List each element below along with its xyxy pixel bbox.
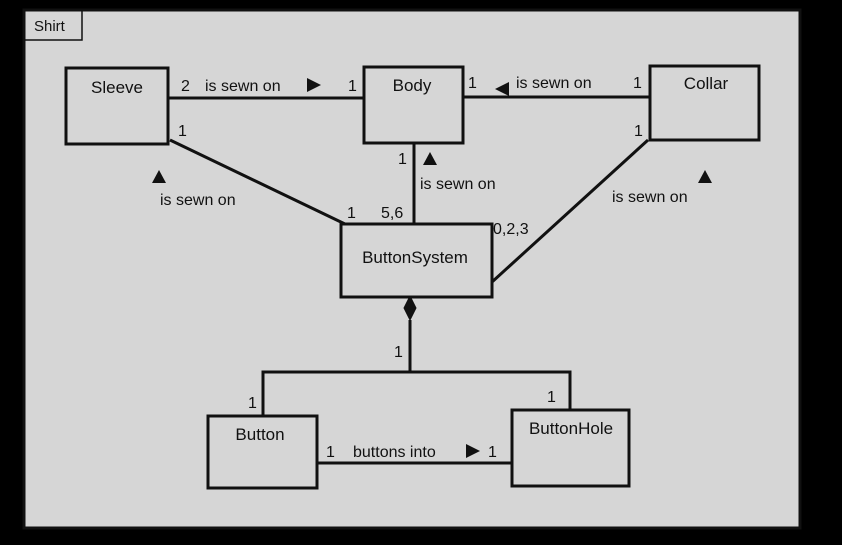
up-triangle-icon (698, 170, 712, 183)
label-collar-body: is sewn on (516, 75, 592, 92)
mult-composition-whole: 1 (394, 344, 403, 361)
class-button[interactable]: Button (206, 414, 319, 490)
mult-sleeve-bs-bs: 1 (347, 205, 356, 222)
class-sleeve-name: Sleeve (91, 78, 143, 97)
class-collar[interactable]: Collar (648, 64, 761, 142)
mult-collar-body-body: 1 (468, 75, 477, 92)
label-sleeve-buttonsystem: is sewn on (160, 192, 236, 209)
class-buttonhole[interactable]: ButtonHole (510, 408, 631, 488)
label-collar-buttonsystem: is sewn on (612, 189, 688, 206)
class-sleeve[interactable]: Sleeve (64, 66, 170, 146)
mult-collar-bs-bs: 0,2,3 (493, 221, 529, 238)
mult-sleeve-body-sleeve: 2 (181, 78, 190, 95)
mult-button-bh-buttonhole: 1 (488, 444, 497, 461)
label-body-buttonsystem: is sewn on (420, 176, 496, 193)
up-triangle-icon (423, 152, 437, 165)
mult-collar-bs-collar: 1 (634, 123, 643, 140)
mult-composition-buttonhole: 1 (547, 389, 556, 406)
line-composition-branch (261, 370, 572, 416)
up-triangle-icon (152, 170, 166, 183)
mult-button-bh-button: 1 (326, 444, 335, 461)
line-sleeve-buttonsystem (169, 138, 346, 226)
shirt-frame-title: Shirt (34, 18, 66, 35)
mult-collar-body-collar: 1 (633, 75, 642, 92)
class-buttonhole-name: ButtonHole (529, 419, 613, 438)
right-triangle-icon (307, 78, 321, 92)
class-buttonsystem[interactable]: ButtonSystem (339, 222, 494, 299)
label-button-buttonhole: buttons into (353, 444, 436, 461)
label-sleeve-body: is sewn on (205, 78, 281, 95)
class-collar-name: Collar (684, 74, 729, 93)
mult-sleeve-body-body: 1 (348, 78, 357, 95)
mult-sleeve-bs-sleeve: 1 (178, 123, 187, 140)
mult-composition-button: 1 (248, 395, 257, 412)
class-body-name: Body (393, 76, 432, 95)
class-buttonsystem-name: ButtonSystem (362, 248, 468, 267)
shirt-frame-tab (24, 10, 83, 41)
mult-body-bs-bs: 5,6 (381, 205, 403, 222)
mult-body-bs-body: 1 (398, 151, 407, 168)
class-body[interactable]: Body (362, 65, 465, 145)
left-triangle-icon (495, 82, 509, 96)
right-triangle-icon (466, 444, 480, 458)
class-button-name: Button (235, 425, 284, 444)
line-collar-buttonsystem (490, 138, 650, 284)
